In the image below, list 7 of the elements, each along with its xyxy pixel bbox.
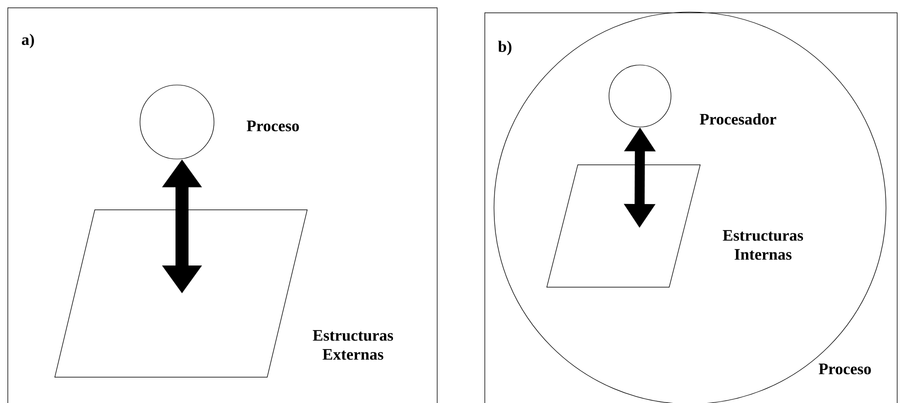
shape-label: Procesador xyxy=(700,113,776,125)
shape-label: Proceso xyxy=(246,120,299,132)
shape-label: Estructuras Internas xyxy=(722,230,804,260)
shape-label: Estructuras Externas xyxy=(312,330,394,360)
circle xyxy=(608,64,672,128)
shape-label: Proceso xyxy=(818,364,871,374)
circle xyxy=(140,84,214,160)
